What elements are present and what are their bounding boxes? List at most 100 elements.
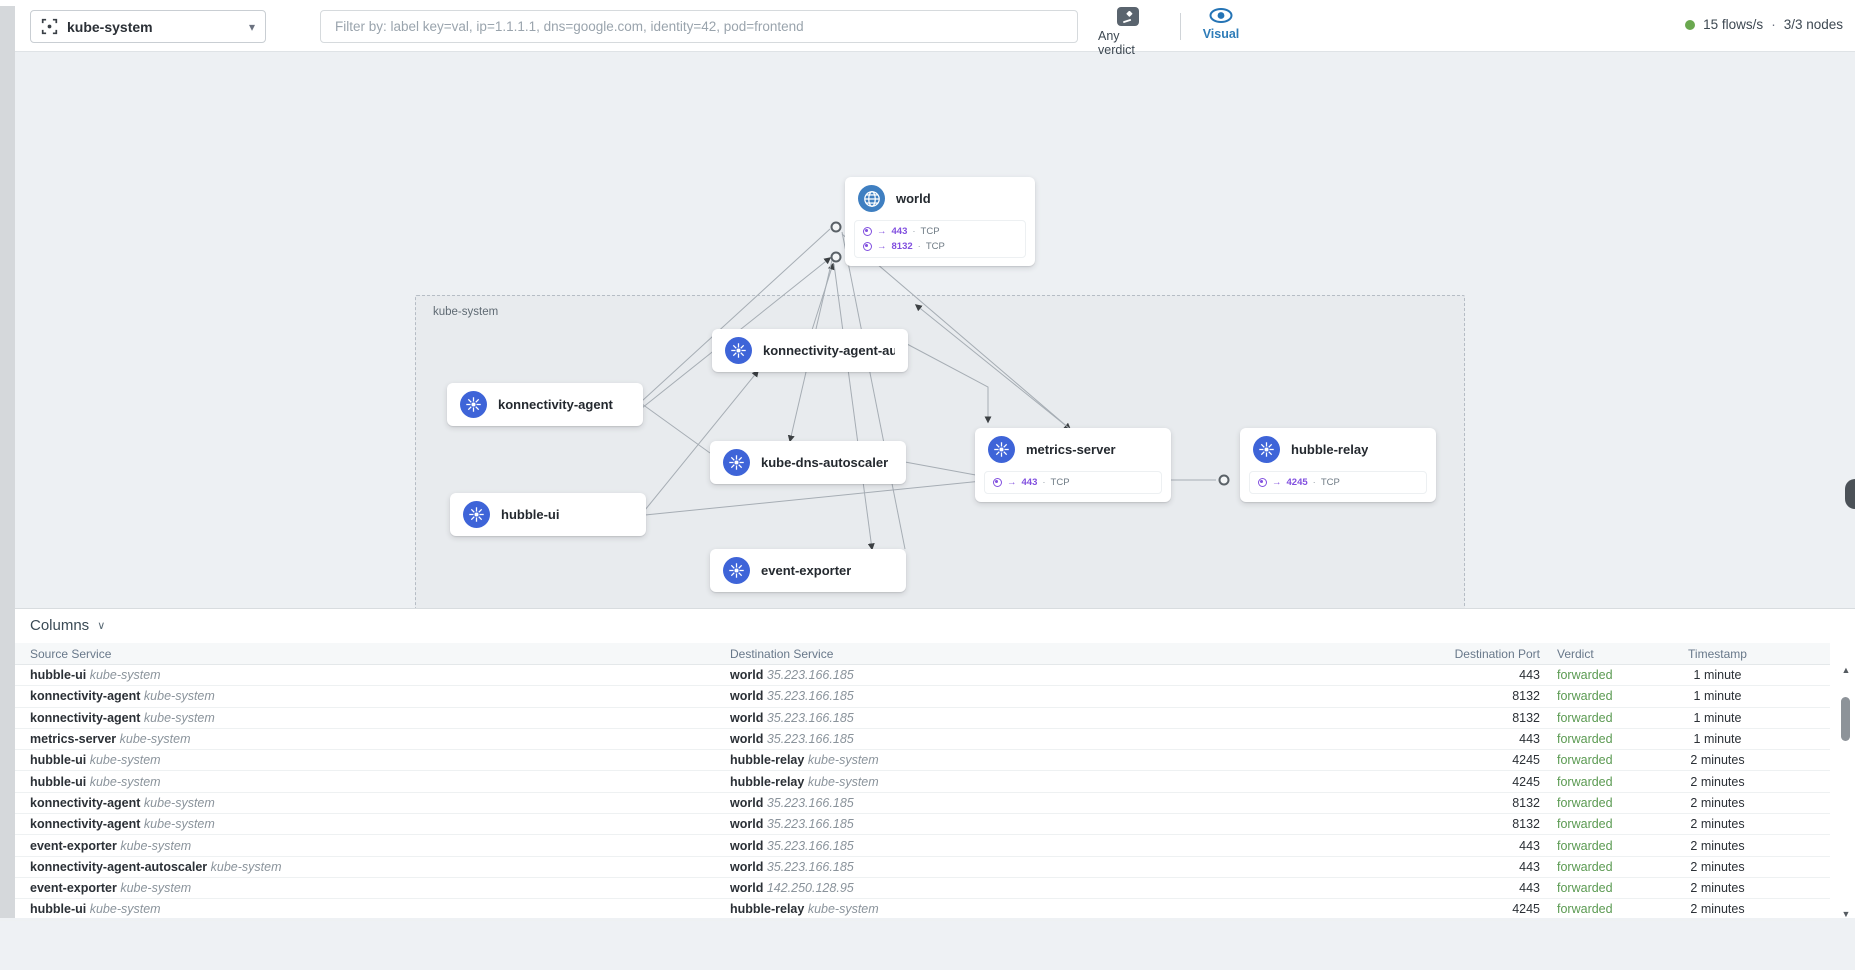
destination-service-cell: world 35.223.166.185 bbox=[730, 710, 854, 725]
verdict-filter-button[interactable]: Any verdict bbox=[1098, 7, 1158, 57]
port-number: 4245 bbox=[1286, 477, 1308, 488]
flows-panel: Columns ∨ Source Service Destination Ser… bbox=[0, 608, 1855, 921]
columns-button[interactable]: Columns ∨ bbox=[30, 617, 105, 634]
source-service-cell: konnectivity-agent kube-system bbox=[30, 710, 215, 725]
flow-row[interactable]: konnectivity-agent-autoscaler kube-syste… bbox=[0, 857, 1830, 878]
flow-row[interactable]: konnectivity-agent kube-system world 35.2… bbox=[0, 686, 1830, 708]
verdict-cell: forwarded bbox=[1557, 795, 1613, 810]
kubernetes-icon bbox=[460, 391, 487, 418]
node-title: kube-dns-autoscaler bbox=[761, 455, 889, 470]
port-row[interactable]: → 4245 · TCP bbox=[1258, 475, 1418, 490]
port-protocol: TCP bbox=[925, 241, 945, 252]
ports-list: → 443 · TCP bbox=[984, 471, 1162, 494]
verdict-cell: forwarded bbox=[1557, 710, 1613, 725]
map-node-konnectivity-agent-autoscaler[interactable]: konnectivity-agent-autosc… bbox=[712, 329, 908, 372]
timestamp-cell: 1 minute bbox=[1693, 689, 1742, 704]
dot-separator: · bbox=[1312, 477, 1316, 488]
verdict-cell: forwarded bbox=[1557, 753, 1613, 768]
flow-filter-input[interactable] bbox=[320, 10, 1078, 43]
source-service-cell: event-exporter kube-system bbox=[30, 881, 192, 896]
destination-port-cell: 8132 bbox=[1512, 795, 1540, 810]
timestamp-cell: 1 minute bbox=[1693, 710, 1742, 725]
chevron-down-icon: ▾ bbox=[248, 19, 255, 34]
scroll-up-icon[interactable]: ▲ bbox=[1841, 665, 1851, 675]
port-row[interactable]: → 443 · TCP bbox=[863, 224, 1017, 239]
map-node-hubble-relay[interactable]: hubble-relay → 4245 · TCP bbox=[1240, 428, 1436, 502]
node-title: world bbox=[896, 191, 931, 206]
destination-port-cell: 443 bbox=[1519, 881, 1540, 896]
dot-separator: · bbox=[912, 226, 916, 237]
flows-scrollbar-thumb[interactable] bbox=[1841, 697, 1850, 741]
destination-port-cell: 4245 bbox=[1512, 753, 1540, 768]
map-node-kube-dns-autoscaler[interactable]: kube-dns-autoscaler bbox=[710, 441, 906, 484]
destination-service-cell: world 35.223.166.185 bbox=[730, 689, 854, 704]
timestamp-cell: 2 minutes bbox=[1690, 838, 1745, 853]
node-title: konnectivity-agent-autosc… bbox=[763, 343, 895, 358]
status-separator: · bbox=[1771, 17, 1776, 32]
timestamp-cell: 1 minute bbox=[1693, 732, 1742, 747]
namespace-frame-icon bbox=[41, 18, 58, 35]
nodes-count: 3/3 nodes bbox=[1783, 17, 1843, 32]
destination-port-cell: 443 bbox=[1519, 838, 1540, 853]
arrow-icon: → bbox=[1007, 477, 1017, 488]
ports-list: → 443 · TCP → 8132 · TCP bbox=[854, 220, 1026, 258]
lock-icon bbox=[1258, 478, 1267, 487]
destination-port-cell: 443 bbox=[1519, 668, 1540, 683]
eye-icon bbox=[1209, 8, 1233, 23]
timestamp-cell: 2 minutes bbox=[1690, 817, 1745, 832]
destination-service-cell: world 35.223.166.185 bbox=[730, 795, 854, 810]
timestamp-cell: 2 minutes bbox=[1690, 774, 1745, 789]
map-node-hubble-ui[interactable]: hubble-ui bbox=[450, 493, 646, 536]
verdict-cell: forwarded bbox=[1557, 881, 1613, 896]
columns-button-label: Columns bbox=[30, 617, 90, 634]
map-scrollbar-thumb[interactable] bbox=[1845, 479, 1855, 509]
flows-scrollbar: ▲ ▼ bbox=[1838, 665, 1854, 919]
destination-port-cell: 443 bbox=[1519, 732, 1540, 747]
port-protocol: TCP bbox=[920, 226, 940, 237]
source-service-cell: konnectivity-agent kube-system bbox=[30, 817, 215, 832]
header-destination-port: Destination Port bbox=[1454, 646, 1540, 661]
left-gutter bbox=[0, 6, 15, 918]
port-row[interactable]: → 443 · TCP bbox=[993, 475, 1153, 490]
timestamp-cell: 2 minutes bbox=[1690, 753, 1745, 768]
service-map[interactable]: kube-system bbox=[0, 52, 1855, 625]
port-number: 8132 bbox=[891, 241, 913, 252]
verdict-cell: forwarded bbox=[1557, 689, 1613, 704]
node-title: hubble-ui bbox=[501, 507, 560, 522]
kubernetes-icon bbox=[723, 557, 750, 584]
globe-icon bbox=[858, 185, 885, 212]
visual-view-label: Visual bbox=[1202, 27, 1240, 41]
map-node-metrics-server[interactable]: metrics-server → 443 · TCP bbox=[975, 428, 1171, 502]
flow-row[interactable]: konnectivity-agent kube-system world 35.2… bbox=[0, 708, 1830, 729]
map-node-world[interactable]: world → 443 · TCP → 8132 · TCP bbox=[845, 177, 1035, 266]
namespace-selector[interactable]: kube-system ▾ bbox=[30, 10, 266, 43]
source-service-cell: konnectivity-agent kube-system bbox=[30, 689, 215, 704]
scroll-down-icon[interactable]: ▼ bbox=[1841, 909, 1851, 919]
destination-port-cell: 4245 bbox=[1512, 774, 1540, 789]
destination-port-cell: 443 bbox=[1519, 859, 1540, 874]
visual-view-button[interactable]: Visual bbox=[1198, 7, 1244, 41]
lock-icon bbox=[863, 242, 872, 251]
map-node-konnectivity-agent[interactable]: konnectivity-agent bbox=[447, 383, 643, 426]
kubernetes-icon bbox=[723, 449, 750, 476]
flows-header-row: Source Service Destination Service Desti… bbox=[0, 643, 1830, 665]
lock-icon bbox=[863, 227, 872, 236]
port-protocol: TCP bbox=[1050, 477, 1070, 488]
destination-service-cell: hubble-relay kube-system bbox=[730, 902, 879, 917]
header-destination-service: Destination Service bbox=[730, 646, 834, 661]
map-node-event-exporter[interactable]: event-exporter bbox=[710, 549, 906, 592]
kubernetes-icon bbox=[463, 501, 490, 528]
port-row[interactable]: → 8132 · TCP bbox=[863, 239, 1017, 254]
destination-port-cell: 8132 bbox=[1512, 710, 1540, 725]
chevron-down-icon: ∨ bbox=[97, 620, 106, 632]
dot-separator: · bbox=[917, 241, 921, 252]
